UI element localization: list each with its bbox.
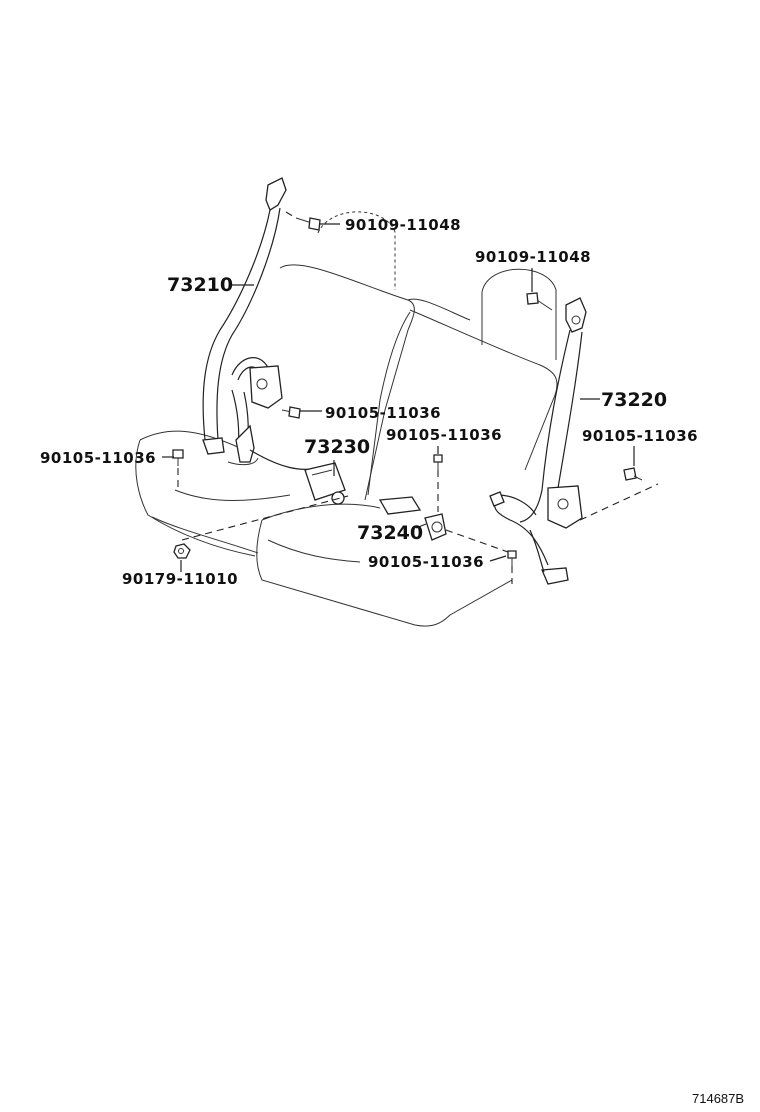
mount-line-bottom bbox=[445, 529, 513, 584]
label-buckle-73240: 73240 bbox=[357, 522, 423, 544]
label-belt-73210: 73210 bbox=[167, 274, 233, 296]
bolt-top-left-icon bbox=[295, 217, 321, 231]
bolt-right-anchor-icon bbox=[623, 467, 643, 481]
nut-icon bbox=[173, 543, 191, 559]
label-nut: 90179-11010 bbox=[122, 570, 238, 588]
right-seat-belt-assembly bbox=[489, 297, 587, 585]
label-left-anchor-bolt: 90105-11036 bbox=[40, 449, 156, 467]
bolt-retractor-left-icon bbox=[281, 406, 301, 419]
label-retractor-bolt: 90105-11036 bbox=[325, 404, 441, 422]
bolt-center-icon bbox=[433, 454, 443, 470]
label-center-bolt: 90105-11036 bbox=[386, 426, 502, 444]
mount-line-right bbox=[579, 483, 659, 521]
label-bolt-top-right: 90109-11048 bbox=[475, 248, 591, 266]
label-bottom-bolt: 90105-11036 bbox=[368, 553, 484, 571]
label-right-anchor-bolt: 90105-11036 bbox=[582, 427, 698, 445]
bolt-left-anchor-icon bbox=[172, 449, 184, 466]
mount-line-top-left bbox=[285, 211, 297, 219]
reference-code: 714687B bbox=[692, 1091, 744, 1106]
bolt-bottom-icon bbox=[507, 550, 517, 566]
label-bolt-top-left: 90109-11048 bbox=[345, 216, 461, 234]
left-seat-belt-assembly bbox=[202, 177, 321, 471]
buckle-73230 bbox=[304, 462, 346, 505]
label-buckle-73230: 73230 bbox=[304, 436, 370, 458]
leader-lines bbox=[162, 223, 635, 572]
rear-seat-illustration bbox=[135, 211, 558, 627]
mount-line-left-floor bbox=[181, 495, 349, 541]
bolt-top-right-icon bbox=[526, 292, 553, 311]
buckle-73240 bbox=[378, 496, 447, 541]
label-belt-73220: 73220 bbox=[601, 389, 667, 411]
